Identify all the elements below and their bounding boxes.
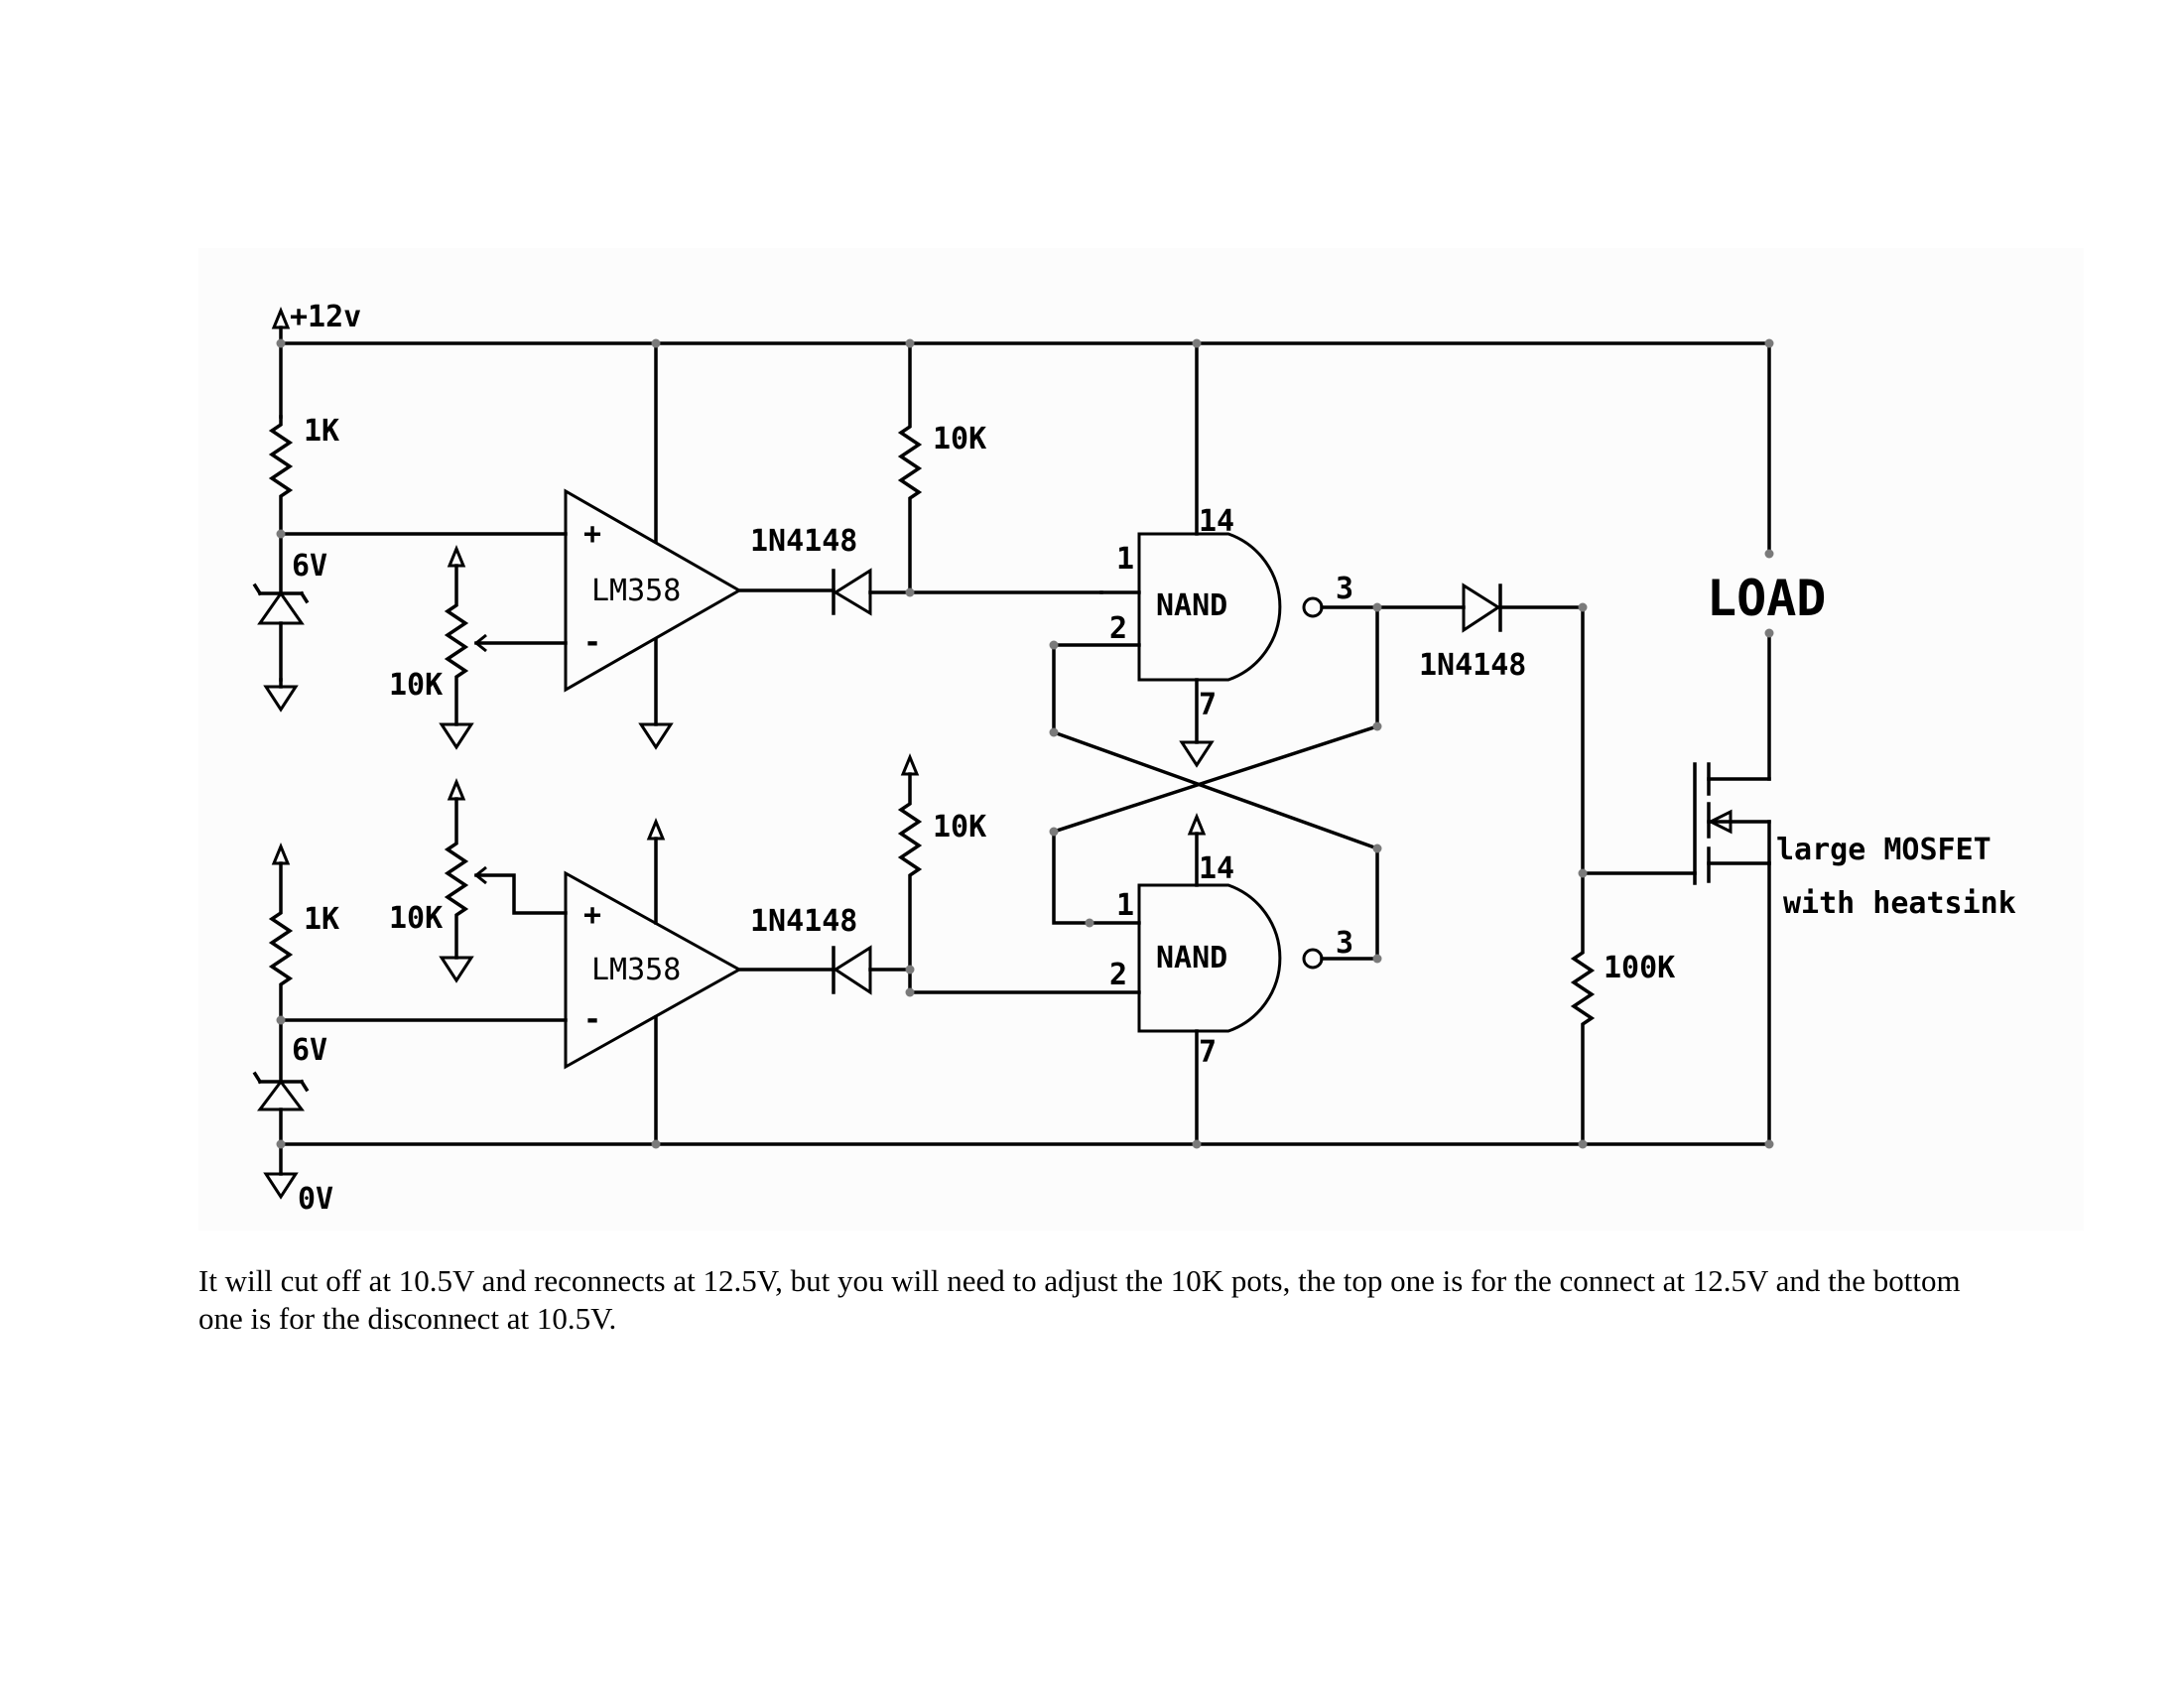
nand-bottom: NAND 1 2 3 14 7 bbox=[1052, 813, 1379, 1146]
rails bbox=[279, 341, 1771, 1146]
diode-top: 1N4148 bbox=[750, 524, 912, 616]
load-label: LOAD bbox=[1707, 570, 1826, 627]
nand-top-label: NAND bbox=[1156, 588, 1227, 623]
opamp-bot-label: LM358 bbox=[591, 953, 681, 987]
diode-bot-label: 1N4148 bbox=[750, 904, 857, 939]
diode-out: 1N4148 bbox=[1419, 583, 1585, 683]
svg-text:2: 2 bbox=[1109, 611, 1127, 646]
pullup-top: 10K bbox=[897, 341, 1103, 594]
junctions bbox=[276, 338, 1774, 1149]
opamp-bottom: + - LM358 bbox=[564, 818, 835, 1146]
svg-text:14: 14 bbox=[1199, 504, 1234, 539]
pot-bot-label: 10K bbox=[389, 901, 443, 936]
svg-text:-: - bbox=[583, 625, 601, 660]
pot-top: 10K bbox=[389, 545, 568, 750]
diode-top-label: 1N4148 bbox=[750, 524, 857, 559]
opamp-top-label: LM358 bbox=[591, 574, 681, 608]
r-top-left-label: 1K bbox=[304, 414, 339, 449]
svg-text:7: 7 bbox=[1199, 688, 1217, 722]
zener-top-label: 6V bbox=[292, 549, 327, 584]
ground-label: 0V bbox=[298, 1182, 333, 1217]
svg-text:+: + bbox=[583, 898, 601, 933]
pullup-bot-label: 10K bbox=[933, 810, 986, 844]
top-reference: 1K 6V bbox=[252, 414, 568, 713]
pullup-top-label: 10K bbox=[933, 422, 986, 456]
pot-bottom: 10K bbox=[389, 778, 568, 983]
bottom-reference: 1K 6V 0V bbox=[252, 843, 568, 1217]
svg-text:3: 3 bbox=[1336, 926, 1353, 961]
svg-text:3: 3 bbox=[1336, 572, 1353, 606]
svg-text:-: - bbox=[583, 1002, 601, 1037]
pot-top-label: 10K bbox=[389, 668, 443, 703]
load: LOAD bbox=[1707, 341, 1826, 1146]
mosfet: large MOSFET with heatsink bbox=[1693, 762, 2016, 921]
svg-text:7: 7 bbox=[1199, 1035, 1217, 1070]
r-gate-label: 100K bbox=[1604, 951, 1675, 985]
svg-text:+: + bbox=[583, 517, 601, 552]
svg-text:2: 2 bbox=[1109, 958, 1127, 992]
opamp-top: + - LM358 bbox=[564, 341, 835, 750]
svg-text:14: 14 bbox=[1199, 851, 1234, 886]
gate-network: 100K bbox=[1570, 605, 1697, 1146]
nand-top: NAND 1 2 3 14 7 bbox=[1052, 341, 1466, 768]
diode-out-label: 1N4148 bbox=[1419, 648, 1526, 683]
r-bot-left-label: 1K bbox=[304, 902, 339, 937]
caption-text: It will cut off at 10.5V and reconnects … bbox=[198, 1263, 1961, 1336]
schematic-panel bbox=[198, 248, 2084, 1231]
mosfet-label-2: with heatsink bbox=[1783, 886, 2016, 921]
supply-arrow: +12v bbox=[271, 300, 361, 345]
zener-bot-label: 6V bbox=[292, 1033, 327, 1068]
nand-bot-label: NAND bbox=[1156, 941, 1227, 975]
cross-coupling bbox=[1051, 723, 1380, 851]
diode-bottom: 1N4148 bbox=[750, 904, 912, 995]
supply-label: +12v bbox=[290, 300, 361, 334]
svg-text:1: 1 bbox=[1116, 888, 1134, 923]
svg-text:1: 1 bbox=[1116, 542, 1134, 577]
mosfet-label-1: large MOSFET bbox=[1776, 833, 1991, 867]
